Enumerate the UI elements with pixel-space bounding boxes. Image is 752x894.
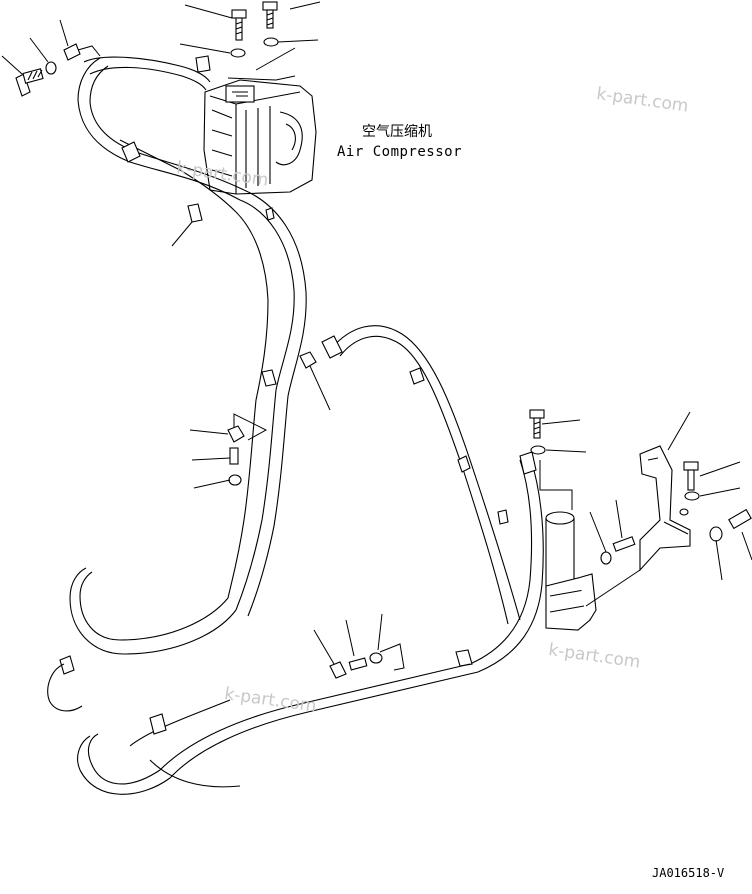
top-bolt-2: [262, 1, 278, 29]
receiver-dryer: [545, 511, 597, 631]
mounting-bracket: [585, 411, 691, 607]
left-bolt-assembly: [1, 19, 101, 97]
left-fitting-group: [189, 413, 268, 489]
hose-right-run: [321, 325, 521, 625]
lower-fitting-group: [313, 613, 405, 679]
hose-upper-loop: [77, 55, 245, 213]
hose-receiver-lower: [455, 451, 544, 673]
drawing-number: JA016518-V: [652, 866, 725, 880]
air-compressor: [203, 79, 317, 195]
hose-lower-run: [47, 655, 479, 795]
receiver-bolt: [529, 409, 587, 510]
side-bolt-group: [589, 499, 636, 565]
hose-left-run: [69, 189, 307, 655]
air-compressor-label-en: Air Compressor: [337, 144, 463, 160]
top-washer-2: [263, 37, 279, 47]
top-washer-1: [230, 48, 246, 58]
clamp-upper: [171, 203, 203, 247]
bracket-bolts: [683, 461, 752, 581]
top-bolt-1: [231, 9, 247, 41]
air-compressor-label-cn: 空气压缩机: [362, 124, 432, 140]
nut-mid: [299, 351, 331, 411]
